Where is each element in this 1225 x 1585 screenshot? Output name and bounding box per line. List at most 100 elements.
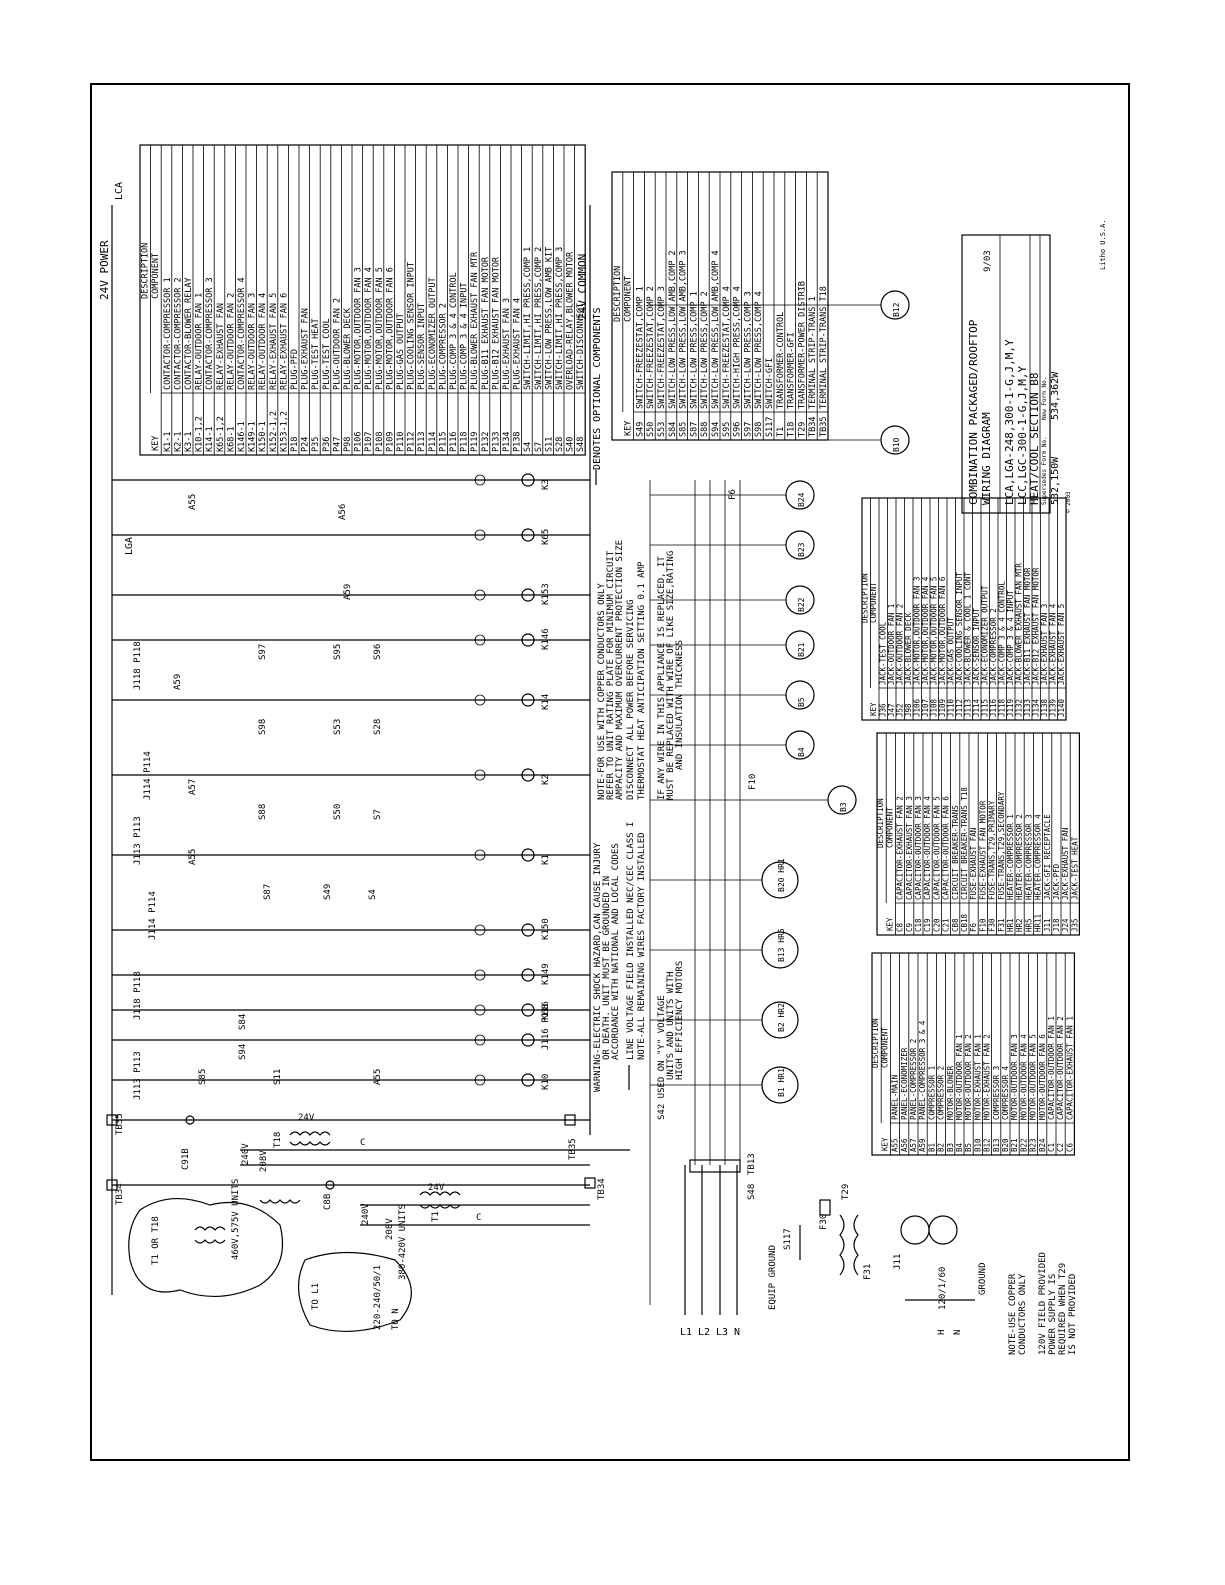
table-row-key: T29 <box>797 422 807 437</box>
table-row-description: PLUG-MOTOR,OUTDOOR FAN 3 <box>354 267 364 390</box>
table-row-key: S40 <box>566 437 576 452</box>
table-row-description: PLUG-PFD <box>290 349 300 390</box>
table-row-description: HEATER-COMPRESSOR 1 <box>1006 814 1015 900</box>
svg-text:OR DEATH. UNIT MUST BE GROUNDE: OR DEATH. UNIT MUST BE GROUNDED IN <box>602 876 612 1060</box>
table-row-description: SWITCH-LOW PRESS,COMP 4 <box>754 291 764 409</box>
component-label: A59 <box>173 674 183 690</box>
table-row-description: TRANSFORMER-GFI <box>787 332 797 409</box>
tb13-label: TB13 <box>747 1153 757 1175</box>
table-row-description: PANEL-COMPRESSOR 2 <box>909 1039 918 1120</box>
table-row-description: SWITCH-LOW PRESS,COMP 3 <box>743 291 753 409</box>
terminal-symbol <box>474 694 486 706</box>
table-row-key: J116 <box>989 698 998 717</box>
component-label: S96 <box>373 644 383 660</box>
table-row-key: K2-1 <box>173 432 183 452</box>
table-row-key: K150-1 <box>258 421 268 452</box>
table-row-key: A56 <box>900 1138 909 1152</box>
table-row-description: MOTOR-EXHAUST FAN 2 <box>983 1034 992 1120</box>
component-label: S95 <box>333 644 343 660</box>
table-row-key: P113 <box>417 432 427 452</box>
svg-text:AMPACITY AND MAXIMUM OVERCURRE: AMPACITY AND MAXIMUM OVERCURRENT PROTECT… <box>615 540 625 800</box>
terminal-symbol <box>474 769 486 781</box>
table-row-description: TRANSFORMER-CONTROL <box>776 312 786 409</box>
table-row-key: B12 <box>983 1138 992 1152</box>
table-header-description: DESCRIPTION <box>871 1018 880 1068</box>
table-row-description: JACK-MOTOR,OUTDOOR FAN 5 <box>930 577 939 685</box>
table-row-key: J132 <box>1015 699 1024 717</box>
table-row-description: JACK-BLOWER DECK <box>904 612 913 685</box>
table-row-key: P36 <box>322 437 332 452</box>
component-label: S98 <box>258 719 268 735</box>
component-label: J113 P113 <box>133 816 143 865</box>
table-row-key: C8 <box>896 922 905 932</box>
terminal-symbol <box>474 849 486 861</box>
diagram-frame <box>90 83 1130 1461</box>
table-row-description: HEATER-COMPRESSOR 3 <box>1024 814 1033 900</box>
table-row-key: J118 <box>998 698 1007 717</box>
svg-text:240V: 240V <box>241 1143 251 1165</box>
transformer-t18: TB35 TB35 C91B 24V T18 240V 208V C <box>106 1113 630 1172</box>
table-row-description: JACK-OUTDOOR FAN 1 <box>887 604 896 685</box>
svg-text:POWER SUPPLY IS: POWER SUPPLY IS <box>1048 1274 1058 1355</box>
table-row-key: B21 <box>1010 1138 1019 1152</box>
component-label: A55 <box>373 1069 383 1085</box>
terminal-symbol <box>474 1074 486 1086</box>
table-row-key: S50 <box>646 422 656 437</box>
table-row-key: S117 <box>765 417 775 437</box>
coil-symbol <box>521 923 535 937</box>
table-row-key: S49 <box>635 422 645 437</box>
table-row-description: PLUG-COMPRESSOR 2 <box>438 303 448 390</box>
rung-label: K146 <box>541 628 551 650</box>
table-row-description: MOTOR-OUTDOOR FAN 5 <box>1029 1034 1038 1120</box>
table-row-description: PLUG-SENSOR INPUT <box>417 303 427 390</box>
table-row-description: CONTACTOR-COMPRESSOR 2 <box>173 277 183 390</box>
terminal-symbol <box>474 474 486 486</box>
svg-text:208V: 208V <box>259 1150 269 1172</box>
svg-text:MUST BE REPLACED WITH WIRE OF: MUST BE REPLACED WITH WIRE OF LIKE SIZE,… <box>666 551 676 800</box>
power-rail-label: 24V POWER <box>98 240 111 300</box>
table-row-key: J114 <box>972 698 981 717</box>
rung-label: K149 <box>541 963 551 985</box>
table-row-key: A59 <box>918 1138 927 1152</box>
table-row-key: S11 <box>544 437 554 452</box>
power-rail: 24V POWER <box>98 205 113 1295</box>
table-row-description: JACK-COOLING SENSOR INPUT <box>955 572 964 685</box>
terminal-symbol <box>474 969 486 981</box>
table-row-key: F10 <box>978 918 987 932</box>
diagram-title: WIRING DIAGRAM <box>980 412 993 505</box>
table-row-key: P138 <box>513 432 523 452</box>
table-row-key: S85 <box>679 422 689 437</box>
section-label: HEAT/COOL SECTION B8 <box>1028 373 1041 505</box>
table-row-key: B5 <box>964 1143 973 1152</box>
motor-label: B3 <box>839 802 848 812</box>
table-header-component: COMPONENT <box>151 253 161 299</box>
table-row-key: S98 <box>754 422 764 437</box>
component-label: S94 <box>238 1044 248 1060</box>
table-row-description: COMPRESSOR 3 <box>992 1066 1001 1120</box>
table-row-key: K10-1,2 <box>195 416 205 452</box>
table-row-description: JACK-TEST HEAT <box>1070 836 1079 900</box>
table-row-description: PANEL-MAIN <box>891 1075 900 1120</box>
table-row-key: P133 <box>491 432 501 452</box>
table-row-description: PLUG-OUTDOOR FAN 2 <box>332 298 342 390</box>
terminal-symbol <box>474 1004 486 1016</box>
table-header-key: KEY <box>885 917 894 931</box>
svg-text:24V: 24V <box>298 1113 315 1123</box>
rung-label: K65 <box>541 529 551 545</box>
table-row-description: FUSE-TRANS,T29,PRIMARY <box>988 800 997 900</box>
component-label: S84 <box>238 1014 248 1030</box>
rung-label: K10 <box>541 1074 551 1090</box>
component-label: A55 <box>188 494 198 510</box>
motor-label: B23 <box>797 542 806 557</box>
table-row-key: S96 <box>733 422 743 437</box>
table-row-key: B4 <box>955 1142 964 1152</box>
fuse-label: F10 <box>748 774 758 790</box>
table-row-description: TERMINAL STRIP-TRANS T18 <box>819 286 829 409</box>
table-row-description: JACK-ECONOMIZER OUTPUT <box>981 585 990 685</box>
table-row-key: J112 <box>955 699 964 717</box>
motor-label: B21 <box>797 642 806 657</box>
equip-ground-label: EQUIP GROUND <box>768 1245 778 1310</box>
table-row-key: T1 <box>776 427 786 437</box>
